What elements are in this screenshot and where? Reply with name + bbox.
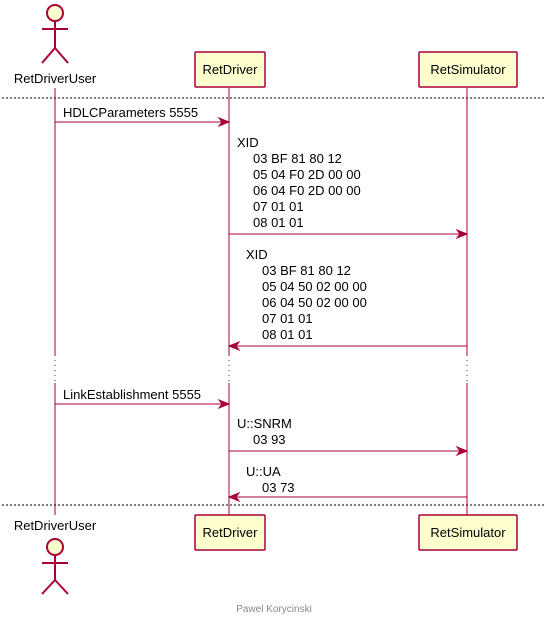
actor-retdriveruser-bottom: RetDriverUser — [14, 518, 97, 595]
message-label: XID — [246, 247, 268, 262]
participant-retsimulator-bottom: RetSimulator — [418, 514, 518, 551]
arrowhead — [227, 340, 241, 352]
message-label: 08 01 01 — [262, 327, 313, 342]
arrowhead — [217, 398, 231, 410]
message-label: 03 73 — [262, 480, 295, 495]
participant-retsimulator-top: RetSimulator — [418, 51, 518, 88]
footer-author: Pawel Korycinski — [236, 604, 312, 615]
message-ua: U::UA 03 73 — [227, 464, 467, 503]
message-xid-request: XID 03 BF 81 80 12 05 04 F0 2D 00 00 06 … — [229, 135, 469, 240]
message-label: 08 01 01 — [253, 215, 304, 230]
message-linkestablishment: LinkEstablishment 5555 — [55, 387, 231, 410]
message-label: U::UA — [246, 464, 281, 479]
participant-label-retdriver: RetDriver — [203, 525, 259, 540]
message-label: 06 04 50 02 00 00 — [262, 295, 367, 310]
message-xid-response: XID 03 BF 81 80 12 05 04 50 02 00 00 06 … — [227, 247, 467, 352]
message-label: 03 BF 81 80 12 — [253, 151, 342, 166]
actor-retdriveruser-top: RetDriverUser — [14, 4, 97, 86]
arrowhead — [227, 491, 241, 503]
message-label: HDLCParameters 5555 — [63, 105, 198, 120]
actor-icon — [41, 538, 69, 595]
message-label: 05 04 F0 2D 00 00 — [253, 167, 361, 182]
message-label: U::SNRM — [237, 416, 292, 431]
message-hdlcparameters: HDLCParameters 5555 — [55, 105, 231, 128]
actor-icon — [41, 4, 69, 64]
participant-label-retdriveruser: RetDriverUser — [14, 518, 97, 533]
participant-label-retdriver: RetDriver — [203, 62, 259, 77]
message-label: 05 04 50 02 00 00 — [262, 279, 367, 294]
participant-label-retdriveruser: RetDriverUser — [14, 71, 97, 86]
arrowhead — [217, 116, 231, 128]
message-label: 03 BF 81 80 12 — [262, 263, 351, 278]
message-label: LinkEstablishment 5555 — [63, 387, 201, 402]
message-label: XID — [237, 135, 259, 150]
arrowhead — [455, 445, 469, 457]
message-label: 06 04 F0 2D 00 00 — [253, 183, 361, 198]
message-label: 03 93 — [253, 432, 286, 447]
message-snrm: U::SNRM 03 93 — [229, 416, 469, 457]
participant-retdriver-bottom: RetDriver — [194, 514, 266, 551]
participant-label-retsimulator: RetSimulator — [430, 62, 506, 77]
arrowhead — [455, 228, 469, 240]
message-label: 07 01 01 — [262, 311, 313, 326]
message-label: 07 01 01 — [253, 199, 304, 214]
participant-retdriver-top: RetDriver — [194, 51, 266, 88]
participant-label-retsimulator: RetSimulator — [430, 525, 506, 540]
